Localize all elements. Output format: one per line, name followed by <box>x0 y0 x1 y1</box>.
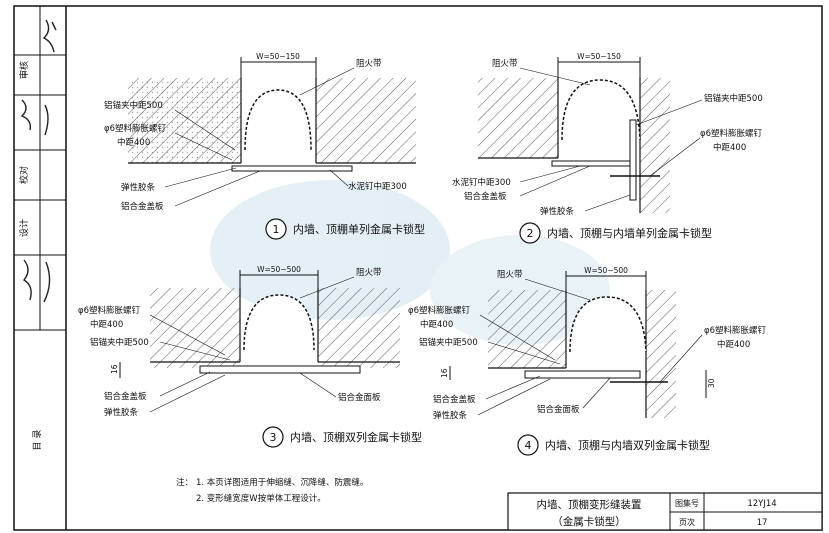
detail-2: W=50~150 阻火带 铝锚夹中距500 φ6塑料膨胀螺钉 中距400 水泥钉… <box>452 52 763 244</box>
alu-cover-plate <box>551 160 631 167</box>
label-alu-cover: 铝合金盖板 <box>104 391 147 402</box>
detail-number-circle <box>519 222 541 244</box>
fire-belt <box>561 79 641 141</box>
label-bolt-right: φ6塑料膨胀螺钉 <box>704 325 767 336</box>
label-fire-belt: 阻火带 <box>497 270 523 280</box>
detail-number-circle <box>262 426 284 448</box>
wall-right <box>646 290 676 418</box>
detail-1: W=50~150 阻火带 铝锚夹中距500 φ6塑料膨胀螺钉 中距400 弹性胶… <box>104 52 425 240</box>
label-cement-nail: 水泥钉中距300 <box>452 177 511 188</box>
notes-prefix: 注： <box>176 477 193 488</box>
label-elastic-strip: 弹性胶条 <box>540 206 575 217</box>
alu-face-plate <box>199 365 361 374</box>
label-bolt: φ6塑料膨胀螺钉 <box>700 128 763 139</box>
signature-2 <box>20 99 49 136</box>
signature-3 <box>22 259 51 303</box>
label-alu-cover: 铝合金盖板 <box>464 191 507 202</box>
label-alu-cover: 铝合金盖板 <box>433 394 476 405</box>
label-anchor-clip: 铝锚夹中距500 <box>419 337 478 348</box>
side-row-review: 审核 <box>18 61 30 79</box>
detail-number-circle <box>517 434 539 456</box>
label-bolt-right-spacing: 中距400 <box>717 339 750 350</box>
detail-3: W=50~500 阻火带 φ6塑料膨胀螺钉 中距400 铝锚夹中距500 16 … <box>78 265 422 448</box>
alu-cover-plate <box>231 165 353 172</box>
note-1: 1. 本页详图适用于伸缩缝、沉降缝、防震缝。 <box>196 477 368 488</box>
label-elastic-strip: 弹性胶条 <box>121 182 156 193</box>
dim-30: 30 <box>707 378 716 388</box>
label-elastic-strip: 弹性胶条 <box>433 410 468 421</box>
label-elastic-strip: 弹性胶条 <box>104 407 139 418</box>
atlas-label: 图集号 <box>675 498 699 508</box>
title-line-2: （金属卡锁型） <box>552 515 626 528</box>
detail-title: 内墙、顶棚与内墙双列金属卡锁型 <box>545 438 710 452</box>
wall-right <box>316 78 416 163</box>
detail-title: 内墙、顶棚单列金属卡锁型 <box>293 222 425 236</box>
label-alu-face: 铝合金面板 <box>338 392 381 403</box>
label-alu-face: 铝合金面板 <box>537 404 580 415</box>
label-anchor-clip: 铝锚夹中距500 <box>704 93 763 104</box>
label-bolt: φ6塑料膨胀螺钉 <box>78 305 141 316</box>
side-row-check: 校对 <box>18 166 30 184</box>
wall-right <box>640 78 670 213</box>
label-bolt-spacing: 中距400 <box>117 137 150 148</box>
fire-belt <box>244 89 312 151</box>
side-block: 审核 校对 设计 目 录 <box>14 6 66 450</box>
label-alu-cover: 铝合金盖板 <box>121 201 164 212</box>
label-bolt-spacing: 中距400 <box>713 142 746 153</box>
fire-belt <box>243 294 315 351</box>
label-fire-belt: 阻火带 <box>492 59 518 69</box>
dim-width: W=50~500 <box>257 265 301 274</box>
signature-1 <box>42 19 57 53</box>
dim-16: 16 <box>110 364 119 374</box>
atlas-value: 12YJ14 <box>747 499 776 509</box>
dim-width: W=50~500 <box>584 266 628 275</box>
detail-number: 3 <box>270 431 277 444</box>
wall-left <box>488 290 566 368</box>
detail-number-circle <box>265 218 287 240</box>
notes: 注： 1. 本页详图适用于伸缩缝、沉降缝、防震缝。 2. 变形缝宽度W按单体工程… <box>176 477 368 504</box>
wall-left <box>478 78 558 158</box>
side-row-design: 设计 <box>18 219 30 237</box>
label-fire-belt: 阻火带 <box>356 268 382 278</box>
label-fire-belt: 阻火带 <box>356 59 382 69</box>
title-line-1: 内墙、顶棚变形缝装置 <box>537 498 642 511</box>
detail-4: W=50~500 阻火带 φ6塑料膨胀螺钉 中距400 铝锚夹中距500 16 … <box>408 266 767 456</box>
note-2: 2. 变形缝宽度W按单体工程设计。 <box>196 493 326 504</box>
alu-face-plate <box>524 370 641 379</box>
detail-number: 2 <box>527 227 534 240</box>
side-footer: 目 录 <box>32 430 43 451</box>
label-bolt-left: φ6塑料膨胀螺钉 <box>408 305 471 316</box>
wall-left <box>150 288 240 368</box>
dim-width: W=50~150 <box>256 52 300 61</box>
label-cement-nail: 水泥钉中距300 <box>348 181 407 192</box>
detail-number: 1 <box>273 223 280 236</box>
title-block: 内墙、顶棚变形缝装置 （金属卡锁型） 图集号 12YJ14 页次 17 <box>507 492 823 531</box>
detail-title: 内墙、顶棚双列金属卡锁型 <box>290 430 422 444</box>
side-cover-plate <box>629 119 637 201</box>
wall-right <box>318 288 400 368</box>
label-anchor-clip: 铝锚夹中距500 <box>104 100 163 111</box>
detail-title: 内墙、顶棚与内墙单列金属卡锁型 <box>547 226 712 240</box>
label-bolt-left-spacing: 中距400 <box>420 319 453 330</box>
label-bolt-spacing: 中距400 <box>90 319 123 330</box>
page-value: 17 <box>757 518 768 528</box>
outer-frame <box>13 5 823 531</box>
dim-width: W=50~150 <box>577 52 621 61</box>
label-anchor-clip: 铝锚夹中距500 <box>90 337 149 348</box>
fire-belt <box>569 296 647 353</box>
detail-number: 4 <box>525 439 532 452</box>
dim-16: 16 <box>440 368 449 378</box>
label-bolt: φ6塑料膨胀螺钉 <box>104 123 167 134</box>
page-label: 页次 <box>679 517 695 527</box>
